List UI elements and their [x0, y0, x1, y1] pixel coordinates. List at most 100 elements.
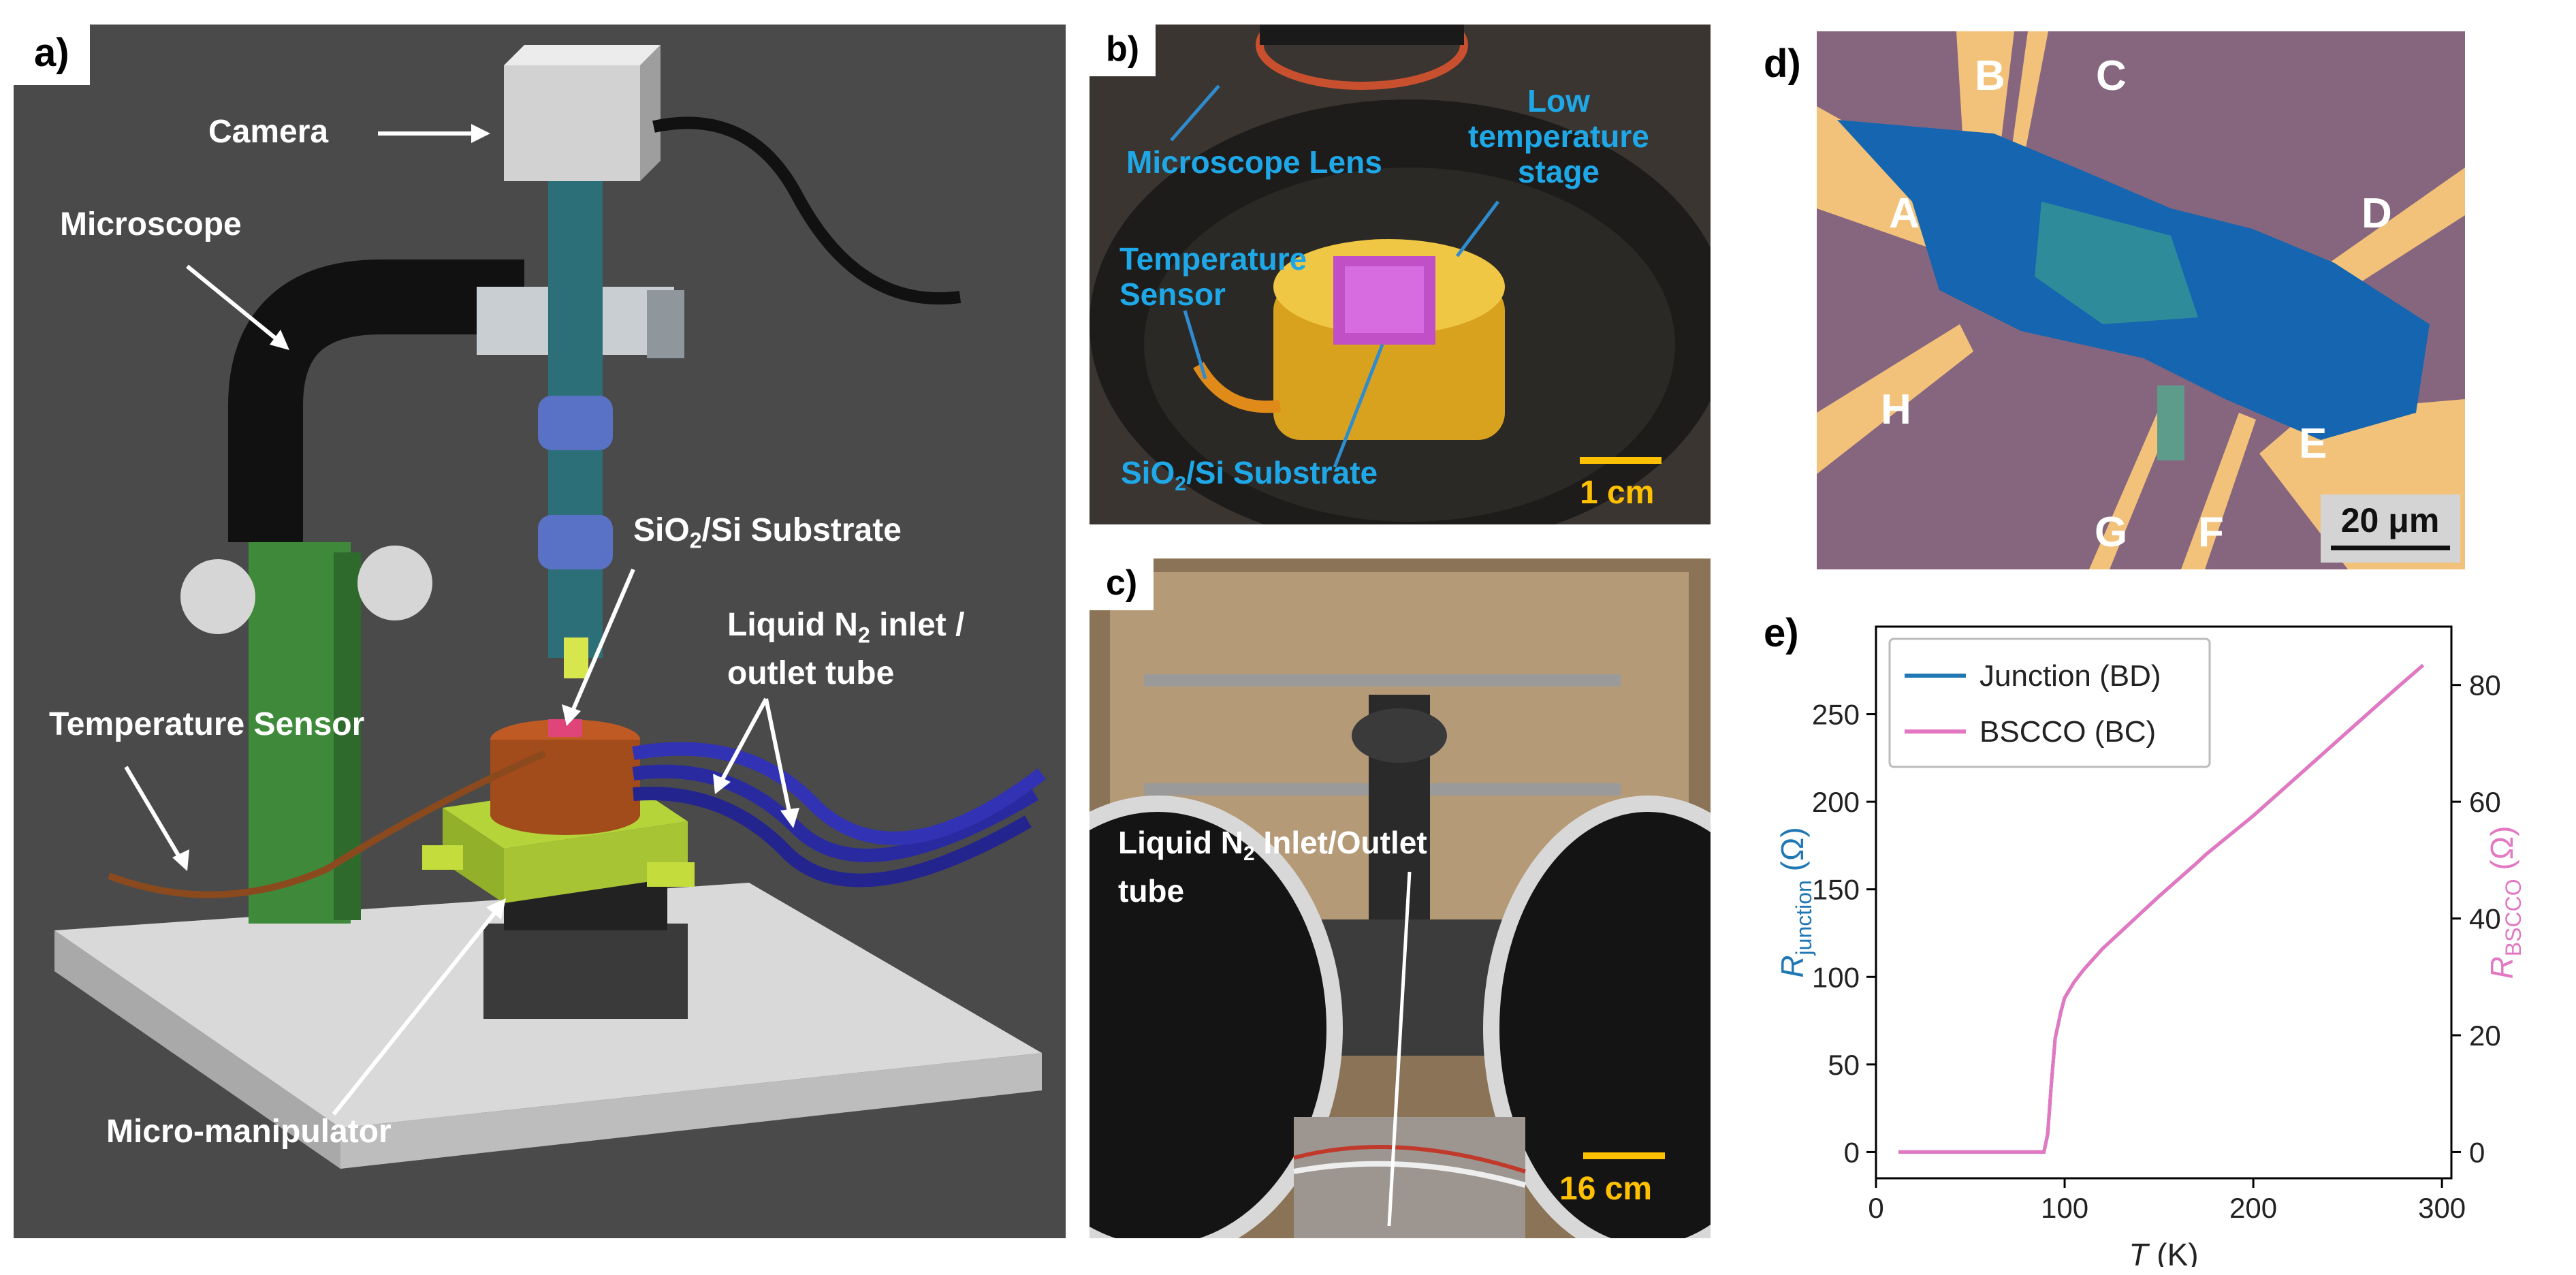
label-substrate-b-pre: SiO [1121, 455, 1175, 490]
electrode-g [2089, 413, 2171, 569]
scale-bar-c [1583, 1152, 1665, 1159]
stage-block-dark [483, 924, 688, 1019]
y-left-tick-label: 0 [1844, 1136, 1860, 1168]
label-microscope-lens: Microscope Lens [1126, 144, 1382, 180]
knob-left [180, 559, 255, 634]
y-left-tick-label: 250 [1812, 699, 1860, 731]
y-right-tick-label: 40 [2469, 903, 2501, 935]
manipulator-peg-left [422, 845, 463, 870]
panel-b-photo [1090, 25, 1711, 524]
stage-cylinder-bottom [490, 794, 640, 835]
label-manipulator: Micro-manipulator [106, 1114, 392, 1150]
red-wire-c [1293, 1145, 1526, 1174]
label-stage-line2: temperature [1468, 119, 1649, 154]
camera-side [640, 45, 661, 181]
n2-tube-1 [632, 764, 1039, 862]
arrow-temp-sensor-head [172, 849, 189, 871]
label-low-temp-stage: Low temperature stage [1468, 83, 1649, 189]
arrow-microscope-head [270, 330, 289, 350]
y-right-tick-label: 20 [2469, 1020, 2501, 1052]
x-axis-label: T (K) [2129, 1237, 2198, 1267]
arrow-sensor [1183, 310, 1207, 379]
y-left-tick-label: 150 [1812, 874, 1860, 906]
label-microscope: Microscope [60, 206, 242, 242]
panel-c: c) Liquid N2 Inlet/Outlet tube 16 cm [1090, 558, 1711, 1238]
shelf-1 [1144, 674, 1621, 687]
arrow-liquid-2-head [780, 808, 799, 828]
label-substrate: SiO2/Si Substrate [633, 511, 902, 560]
panel-a-arrows [124, 124, 799, 1116]
panel-b-arrows [1170, 84, 1499, 468]
arrow-liquid-2 [764, 698, 792, 815]
label-temp-sensor-b: Temperature Sensor [1119, 241, 1307, 312]
arrow-substrate-head [562, 704, 581, 726]
substrate-sample-inner [1345, 266, 1424, 333]
flake-small [2157, 385, 2184, 460]
electrode-label-b: B [1975, 52, 2005, 99]
lens-body [1260, 25, 1464, 45]
scale-label-b: 1 cm [1580, 475, 1655, 511]
arrow-camera-head [471, 124, 490, 143]
legend-label: Junction (BD) [1979, 659, 2161, 693]
plot-frame [1875, 625, 2453, 1180]
glove-port-right [1491, 804, 1711, 1238]
y-left-axis-label-subscript: junction [1792, 880, 1816, 956]
label-liquid-n2-line1: Liquid N2 inlet / [727, 606, 964, 655]
arrow-substrate-b [1333, 344, 1384, 468]
panel-a: a) Camera Microscope SiO2/Si Substrate L… [14, 25, 1066, 1238]
microscope-arm [228, 259, 524, 542]
electrode-label-g: G [2095, 509, 2128, 556]
bscco-flake-thin [2035, 202, 2198, 324]
y-left-axis-label: Rjunction (Ω) [1775, 827, 1816, 977]
y-right-axis-label-symbol: R [2484, 956, 2519, 979]
panel-a-illustration [54, 45, 1047, 1169]
arrow-lens [1170, 84, 1220, 142]
sample-substrate [548, 719, 582, 737]
tube-band-1 [538, 396, 613, 450]
scale-label-c: 16 cm [1559, 1171, 1653, 1207]
x-tick-label: 200 [2229, 1192, 2277, 1224]
arrow-microscope [186, 264, 281, 343]
x-axis-unit: (K) [2148, 1237, 2199, 1267]
series-line-bscco [1898, 663, 2425, 1154]
manipulator-front [443, 808, 504, 903]
y-left-tick-label: 200 [1812, 786, 1860, 818]
panel-d-label: d) [1764, 42, 1801, 86]
label-n2-tube-c: Liquid N2 Inlet/Outlet tube [1118, 824, 1427, 909]
temp-sensor-wire [108, 750, 547, 898]
electrode-label-a: A [1889, 190, 1920, 237]
label-n2-tube-c-line1: Liquid N2 Inlet/Outlet [1118, 824, 1427, 872]
scale-bar-b [1580, 457, 1661, 464]
electrode-h [1817, 324, 1973, 474]
arrow-manipulator [332, 909, 499, 1116]
label-liquid-n2-line2: outlet tube [727, 655, 895, 691]
y-left-tick-label: 100 [1812, 961, 1860, 993]
label-temp-sensor: Temperature Sensor [49, 706, 365, 742]
y-right-tick-label: 0 [2469, 1136, 2485, 1168]
scale-box-d [2321, 494, 2460, 563]
label-substrate-pre: SiO [633, 512, 690, 548]
glove-port-right-rim [1483, 796, 1711, 1238]
label-substrate-post: /Si Substrate [701, 512, 902, 548]
electrode-label-h: H [1881, 386, 1911, 433]
y-right-tick-label: 80 [2469, 670, 2501, 702]
x-axis-symbol: T [2129, 1237, 2150, 1267]
label-camera: Camera [208, 114, 329, 150]
manipulator-peg-right [647, 862, 695, 887]
n2-tube-2 [632, 742, 1047, 845]
camera-top [504, 45, 661, 65]
glove-port-left [1090, 804, 1335, 1238]
y-left-tick-label: 50 [1828, 1049, 1860, 1081]
label-n2-tube-c-line2: tube [1118, 873, 1185, 909]
stage-platform-c [1314, 919, 1505, 1056]
arrow-liquid-1-head [713, 774, 731, 794]
base-plate-side [340, 1053, 1042, 1169]
label-liquid-n2: Liquid N2 inlet / outlet tube [727, 606, 964, 693]
scale-label-d: 20 μm [2341, 501, 2440, 539]
panel-b-label: b) [1090, 25, 1156, 76]
arrow-stage [1456, 200, 1499, 257]
label-substrate-b-post: /Si Substrate [1186, 455, 1378, 490]
electrode-label-e: E [2299, 420, 2327, 467]
electrode-label-d: D [2362, 190, 2392, 237]
panel-a-label: a) [14, 25, 90, 85]
